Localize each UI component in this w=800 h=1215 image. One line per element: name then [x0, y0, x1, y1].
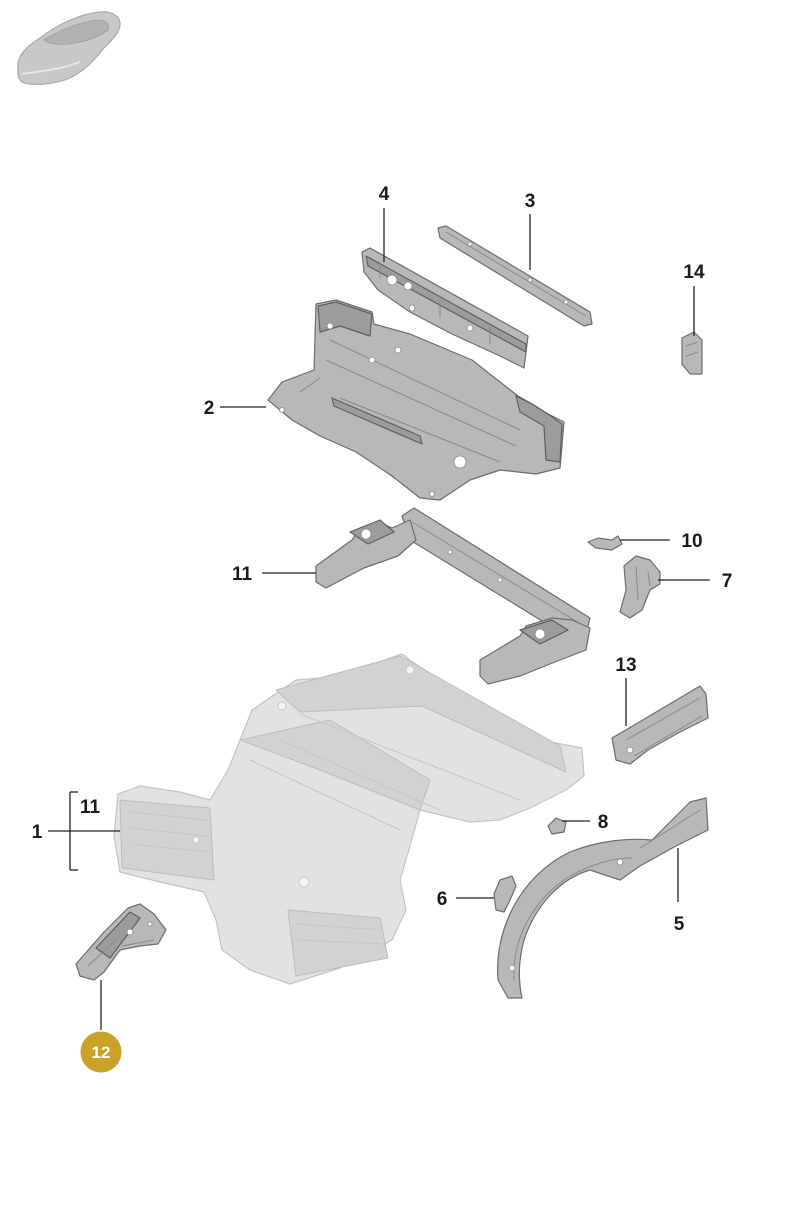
svg-text:1: 1 — [32, 822, 43, 843]
part-10-clip[interactable] — [587, 535, 623, 551]
callout-12-selected[interactable]: 12 — [79, 980, 123, 1074]
part-6-bracket[interactable] — [493, 875, 517, 913]
callout-11-crossmember[interactable]: 11 — [232, 564, 316, 585]
part-4-panel-cross-member[interactable] — [361, 247, 529, 369]
callout-3[interactable]: 3 — [525, 191, 536, 270]
svg-text:12: 12 — [92, 1043, 111, 1062]
callout-7[interactable]: 7 — [658, 571, 732, 592]
callout-10[interactable]: 10 — [620, 531, 703, 552]
svg-text:8: 8 — [598, 812, 609, 833]
svg-text:13: 13 — [615, 655, 636, 676]
callout-6[interactable]: 6 — [437, 889, 494, 910]
svg-text:3: 3 — [525, 191, 536, 212]
callout-13[interactable]: 13 — [615, 655, 637, 726]
callout-4[interactable]: 4 — [379, 184, 390, 262]
part-5-wheel-house[interactable] — [497, 797, 709, 999]
svg-text:6: 6 — [437, 889, 448, 910]
part-11-crossmember[interactable] — [315, 507, 591, 685]
svg-text:5: 5 — [674, 914, 685, 935]
svg-text:2: 2 — [204, 398, 215, 419]
callout-8[interactable]: 8 — [562, 812, 608, 833]
part-14-bracket[interactable] — [681, 331, 703, 375]
part-12-bracket[interactable] — [75, 903, 167, 981]
part-1-floor-assembly[interactable] — [113, 653, 585, 985]
part-13-panel[interactable] — [611, 685, 709, 765]
callout-1-bracket[interactable]: 1 11 — [32, 791, 120, 871]
callout-5[interactable]: 5 — [674, 848, 685, 935]
callout-14[interactable]: 14 — [683, 262, 705, 336]
part-2-rear-floor-panel[interactable] — [267, 299, 565, 501]
car-silhouette-icon[interactable] — [17, 11, 121, 85]
part-7-bracket[interactable] — [619, 555, 661, 619]
part-8-clip[interactable] — [547, 817, 567, 835]
svg-text:10: 10 — [681, 531, 702, 552]
part-3-upper-rail[interactable] — [437, 225, 593, 327]
svg-text:14: 14 — [683, 262, 705, 283]
svg-text:7: 7 — [722, 571, 733, 592]
svg-text:4: 4 — [379, 184, 390, 205]
svg-text:11: 11 — [80, 797, 101, 818]
svg-text:11: 11 — [232, 564, 253, 585]
callout-2[interactable]: 2 — [204, 398, 266, 419]
